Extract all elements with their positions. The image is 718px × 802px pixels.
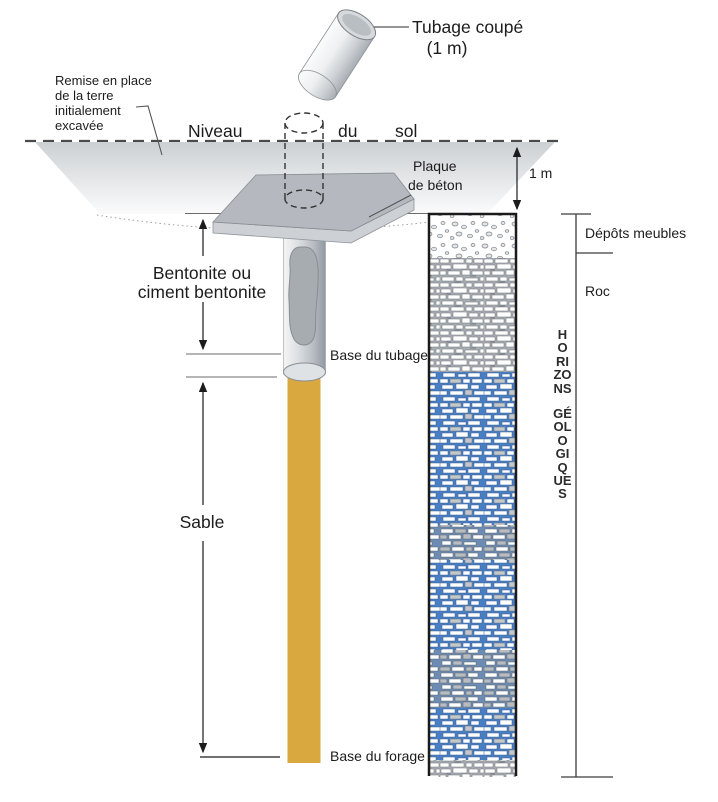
svg-text:Tubage coupé: Tubage coupé — [412, 17, 523, 37]
svg-text:1 m: 1 m — [529, 165, 552, 181]
svg-text:de la terre: de la terre — [55, 88, 114, 103]
svg-text:Niveau: Niveau — [188, 121, 242, 141]
casing-bottom-rim — [283, 362, 326, 382]
svg-text:du: du — [338, 121, 357, 141]
svg-text:Remise en place: Remise en place — [55, 73, 152, 88]
rock-label: Roc — [585, 283, 610, 299]
geologic-horizons-axis-label: HORIZONS GÉOLOGIQUES — [553, 327, 572, 502]
svg-text:Bentonite ou: Bentonite ou — [153, 263, 251, 283]
svg-text:Plaque: Plaque — [413, 158, 457, 174]
svg-text:ciment bentonite: ciment bentonite — [138, 282, 266, 302]
svg-text:de béton: de béton — [408, 177, 463, 193]
concrete-plate-leader-line — [368, 194, 412, 218]
geologic-column — [427, 212, 518, 777]
backfill-note: Remise en place de la terre initialement… — [55, 73, 163, 156]
bentonite-measure: Bentonite ou ciment bentonite — [138, 218, 281, 355]
svg-text:initialement: initialement — [55, 103, 121, 118]
backfill-leader-line — [135, 105, 163, 156]
buried-casing-dashed-outline — [284, 112, 324, 209]
borehole-base-label: Base du forage — [330, 748, 425, 764]
geologic-horizons-bracket: Dépôts meubles Roc — [561, 213, 686, 778]
ground-level-label: Niveau du sol — [188, 121, 417, 141]
loose-deposits-label: Dépôts meubles — [585, 225, 686, 241]
sand-measure: Sable — [180, 376, 280, 758]
svg-text:(1 m): (1 m) — [427, 38, 468, 58]
bentonite-fill — [288, 246, 319, 346]
one-meter-depth-arrow: 1 m — [512, 146, 552, 211]
svg-text:Sable: Sable — [180, 512, 225, 532]
concrete-plate — [212, 172, 415, 244]
sand-column — [287, 376, 321, 763]
svg-text:excavée: excavée — [55, 118, 103, 133]
concrete-plate-label: Plaque de béton — [368, 158, 463, 218]
casing-base-label: Base du tubage — [330, 347, 428, 363]
casing — [283, 230, 326, 382]
cut-casing-tube — [297, 9, 377, 101]
cut-casing-label: Tubage coupé (1 m) — [412, 17, 523, 58]
svg-text:sol: sol — [395, 121, 417, 141]
